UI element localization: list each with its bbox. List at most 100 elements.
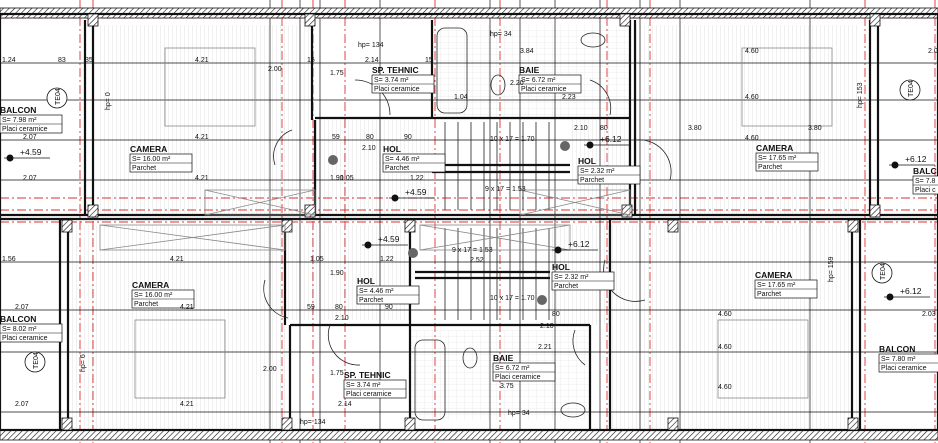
room-name: BALCON	[879, 344, 915, 354]
dimension-label: 1.75	[330, 370, 344, 377]
dimension-label: 2.03	[922, 311, 936, 318]
dimension-label: 1.04	[454, 94, 468, 101]
elevation-label: +6.12	[568, 239, 590, 249]
room-finish: Placi ceramice	[374, 86, 420, 93]
stair-label: 10 x 17 = 1.70	[490, 136, 535, 143]
room-finish: Placi ceramice	[2, 335, 48, 342]
room-area: S= 8.02 m²	[2, 326, 37, 333]
window-tag: TE04	[55, 88, 62, 105]
dimension-label: 4.21	[180, 401, 194, 408]
column	[87, 204, 99, 218]
room-name: BALCON	[0, 105, 36, 115]
column	[869, 13, 881, 27]
room-area: S= 6.72 m²	[521, 77, 556, 84]
column	[667, 219, 679, 233]
dimension-label: 83	[58, 57, 66, 64]
stair-post	[560, 141, 570, 151]
room-name: BALCON	[0, 314, 36, 324]
room-finish: Parchet	[757, 291, 781, 298]
sill-height: hp= 6	[80, 354, 87, 372]
dimension-label: 2.00	[263, 366, 277, 373]
dimension-label: 1.05	[340, 175, 354, 182]
dimension-label: 3.75	[500, 383, 514, 390]
dimension-label: 2.14	[365, 57, 379, 64]
room-finish: Parchet	[132, 165, 156, 172]
dimension-label: 2.07	[23, 175, 37, 182]
column	[61, 219, 73, 233]
dimension-label: 4.60	[718, 344, 732, 351]
bathtub	[436, 27, 468, 114]
door-swing	[263, 279, 289, 319]
column	[619, 13, 631, 27]
sill-height: hp= 153	[857, 82, 864, 108]
dimension-label: 90	[385, 304, 393, 311]
room-finish: Placi c	[915, 187, 936, 194]
wardrobe-cross	[419, 224, 571, 251]
dimension-label: 15	[425, 57, 433, 64]
dimension-label: 4.60	[745, 94, 759, 101]
dimension-label: 1.05	[310, 256, 324, 263]
room-name: CAMERA	[130, 144, 167, 154]
walls	[0, 7, 938, 441]
dimension-label: 2.10	[574, 125, 588, 132]
dimension-label: 4.21	[180, 304, 194, 311]
dimension-label: 2.20	[510, 80, 524, 87]
sill-height: hp= 134	[358, 42, 384, 49]
wardrobe-cross	[99, 224, 286, 251]
dimension-label: 1.24	[2, 57, 16, 64]
dimension-label: 3.84	[520, 48, 534, 55]
bed	[134, 319, 226, 399]
column	[61, 417, 73, 431]
bathtub	[414, 339, 446, 421]
room-name: SP. TEHNIC	[372, 65, 419, 75]
column	[667, 417, 679, 431]
dimension-label: 80	[335, 304, 343, 311]
door-swing	[603, 259, 646, 302]
room-area: S= 2.32 m²	[554, 274, 589, 281]
dimension-label: 2.10	[335, 315, 349, 322]
wardrobe	[419, 224, 571, 251]
parquet-floor	[70, 225, 285, 430]
dimension-label: 3.80	[688, 125, 702, 132]
dimension-label: 2.23	[562, 94, 576, 101]
parquet-floor	[100, 25, 312, 215]
sink	[560, 402, 586, 418]
sill-height: hp= 34	[490, 31, 512, 38]
elevation-label: +6.12	[900, 286, 922, 296]
furniture	[99, 27, 833, 421]
room-finish: Parchet	[134, 301, 158, 308]
tile-floor	[432, 25, 630, 118]
stair-label: 9 x 17 = 1.53	[452, 247, 493, 254]
room-area: S= 4.46 m²	[385, 156, 420, 163]
door-swing	[327, 324, 361, 366]
room-name: BAIE	[519, 65, 540, 75]
floor-finishes	[70, 25, 860, 430]
room-finish: Parchet	[359, 297, 383, 304]
room-name: HOL	[578, 156, 596, 166]
dimension-label: 1.90	[330, 270, 344, 277]
dimension-label: 90	[404, 134, 412, 141]
window-tag-circle	[24, 351, 46, 373]
column	[847, 219, 859, 233]
column	[87, 13, 99, 27]
window-tag: TE04	[908, 80, 915, 97]
room-name: HOL	[383, 144, 401, 154]
dimension-label: 1.22	[380, 256, 394, 263]
door-swing	[589, 79, 612, 116]
door-swing	[273, 129, 293, 166]
column	[281, 417, 293, 431]
dimension-label: 2.14	[338, 401, 352, 408]
room-area: S= 17.65 m²	[757, 282, 796, 289]
room-area: S= 6.72 m²	[495, 365, 530, 372]
room-finish: Parchet	[385, 165, 409, 172]
room-finish: Placi ceramice	[521, 86, 567, 93]
room-area: S= 7.8	[915, 178, 936, 185]
sink	[580, 32, 606, 48]
dimension-label: 2.00	[268, 66, 282, 73]
stair-post	[408, 248, 418, 258]
elevation-label: +4.59	[405, 187, 427, 197]
room-finish: Placi ceramice	[495, 374, 541, 381]
wardrobe-cross	[519, 189, 631, 216]
